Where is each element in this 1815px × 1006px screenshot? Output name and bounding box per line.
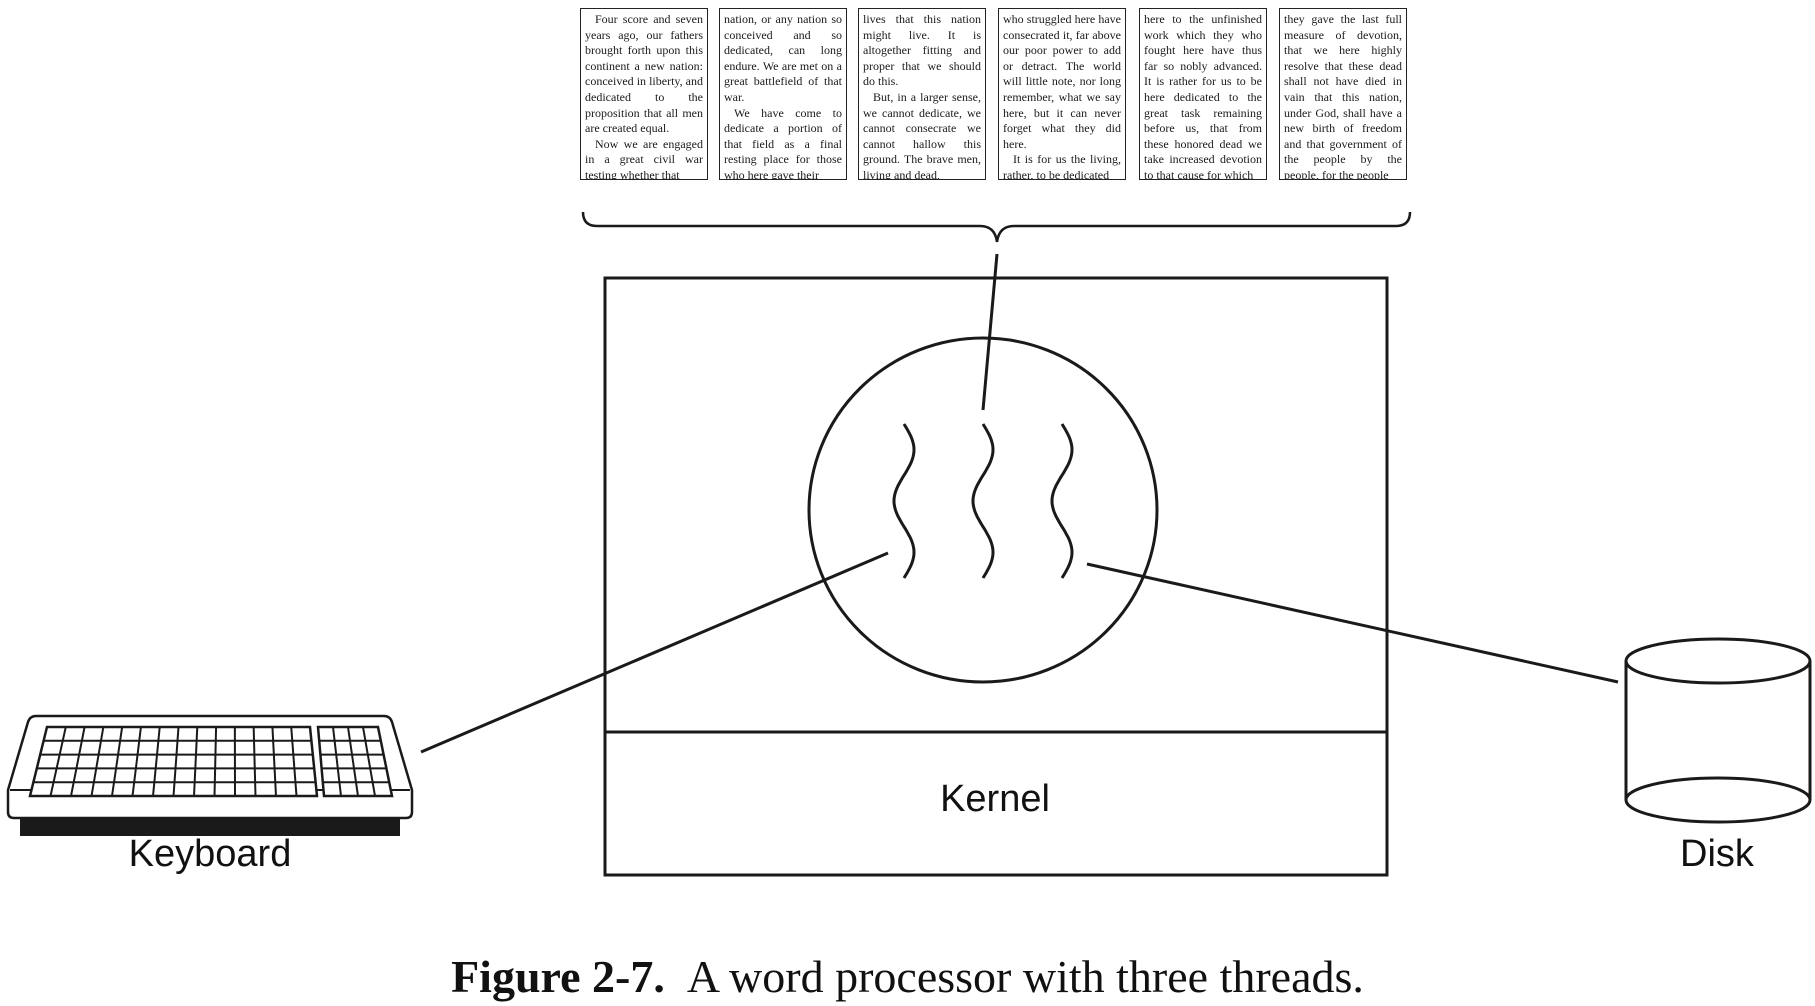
- page-paragraph: nation, or any nation so conceived and s…: [724, 12, 842, 104]
- figure-number: Figure 2-7.: [451, 951, 665, 1002]
- brace: [581, 211, 1412, 243]
- keyboard-icon: [6, 714, 414, 836]
- page-paragraph: lives that this nation might live. It is…: [863, 12, 981, 89]
- disk-label: Disk: [1680, 833, 1754, 875]
- document-page-4: who struggled here have consecrated it, …: [998, 8, 1126, 180]
- process-circle: [807, 336, 1159, 684]
- threads: [892, 423, 1074, 579]
- page-paragraph: We have come to dedicate a portion of th…: [724, 105, 842, 180]
- disk-to-thread-line: [1086, 562, 1619, 684]
- page-paragraph: who struggled here have consecrated it, …: [1003, 12, 1121, 151]
- figure-caption-text: A word processor with three threads.: [686, 951, 1364, 1002]
- thread-1: [892, 423, 916, 579]
- document-page-6: they gave the last full measure of devot…: [1279, 8, 1407, 180]
- document-page-5: here to the unfinished work which they w…: [1139, 8, 1267, 180]
- page-paragraph: Four score and seven years ago, our fath…: [585, 12, 703, 136]
- page-paragraph: But, in a larger sense, we cannot dedica…: [863, 89, 981, 180]
- page-paragraph: It is for us the living, rather, to be d…: [1003, 152, 1121, 180]
- page-paragraph: Now we are engaged in a great civil war …: [585, 136, 703, 180]
- thread-2: [971, 423, 995, 579]
- page-paragraph: here to the unfinished work which they w…: [1144, 12, 1262, 180]
- disk-icon: [1624, 637, 1812, 824]
- kernel-label: Kernel: [940, 778, 1050, 820]
- brace-to-thread-line: [981, 253, 999, 411]
- keyboard-to-thread-line: [420, 551, 889, 754]
- thread-3: [1050, 423, 1074, 579]
- keyboard-label: Keyboard: [128, 833, 292, 875]
- document-page-1: Four score and seven years ago, our fath…: [580, 8, 708, 180]
- figure-caption: Figure 2-7. A word processor with three t…: [0, 950, 1815, 1003]
- page-paragraph: they gave the last full measure of devot…: [1284, 12, 1402, 180]
- document-page-2: nation, or any nation so conceived and s…: [719, 8, 847, 180]
- document-page-3: lives that this nation might live. It is…: [858, 8, 986, 180]
